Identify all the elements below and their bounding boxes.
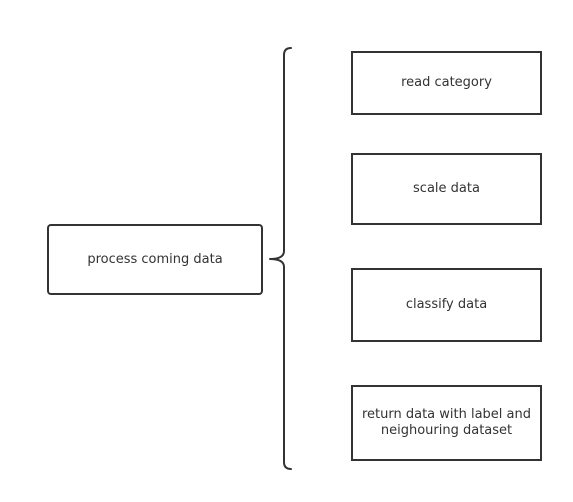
child-node-label: scale data xyxy=(413,181,480,196)
child-node-label: classify data xyxy=(405,297,488,312)
child-node-read-category: read category xyxy=(351,51,542,115)
root-node-process-coming-data: process coming data xyxy=(47,224,263,295)
child-node-scale-data: scale data xyxy=(351,153,542,225)
child-node-label: read category xyxy=(401,75,492,90)
child-node-classify-data: classify data xyxy=(351,268,542,342)
root-node-label: process coming data xyxy=(87,251,223,267)
child-node-return-data: return data with label and neighouring d… xyxy=(351,385,542,461)
child-node-label: return data with label and neighouring d… xyxy=(361,407,532,438)
